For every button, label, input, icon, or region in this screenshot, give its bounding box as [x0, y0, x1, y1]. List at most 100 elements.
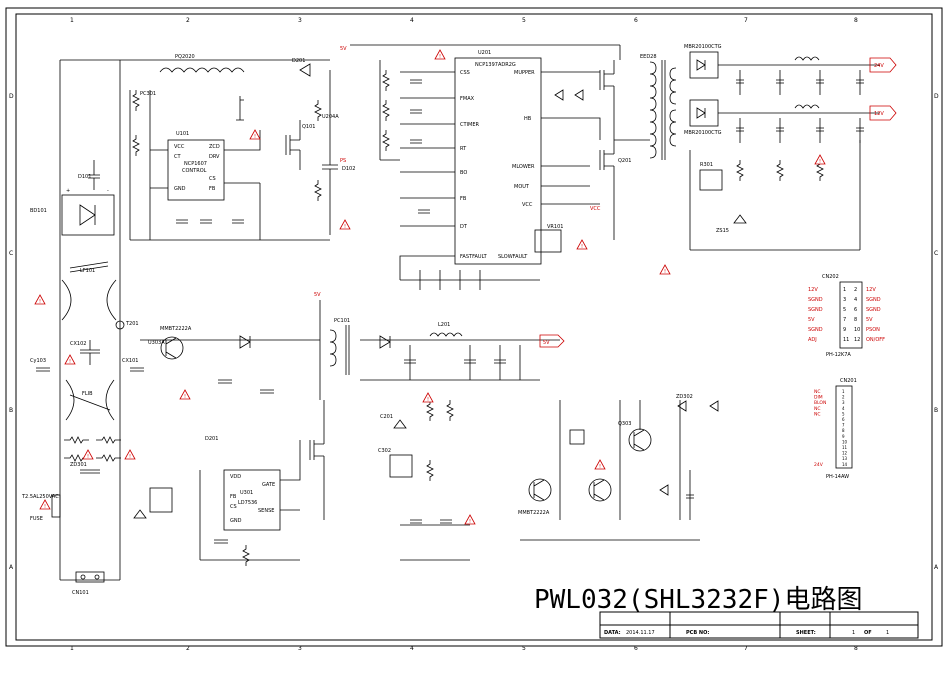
ic-pin: SLOWFAULT — [498, 254, 528, 260]
opto-ref: VR101 — [547, 224, 563, 230]
connector-pin: 7 — [842, 423, 845, 428]
connector-ref: CN202 — [822, 274, 839, 280]
varistor-ref: T201 — [125, 321, 139, 327]
warning-mark: ! — [819, 159, 821, 165]
ic-pin: CSS — [460, 70, 470, 76]
ic-pin: VCC — [174, 144, 185, 150]
warning-icon — [659, 264, 671, 275]
warning-icon — [814, 154, 826, 165]
connector-pin: 5 — [843, 307, 846, 313]
diagram-title: PWL032(SHL3232F)电路图 — [534, 585, 862, 615]
connector-pin: 4 — [854, 297, 857, 303]
connector-cn201: CN201 1NC2DIM3BLON4NC5NC6789101112131424… — [814, 378, 857, 480]
connector-part: PH-14AW — [826, 474, 849, 480]
warning-mark: ! — [427, 397, 429, 403]
ic-ref: U201 — [478, 50, 491, 56]
grid-col-label: 8 — [854, 645, 858, 652]
connector-pin: 6 — [842, 417, 845, 422]
warning-mark: ! — [184, 394, 186, 400]
zener-ref: ZD302 — [676, 394, 693, 400]
ic-pin: FASTFAULT — [460, 254, 488, 260]
connector-pin: 8 — [842, 428, 845, 433]
pcb-label: PCB NO: — [686, 630, 709, 636]
opto-ref: R301 — [700, 162, 713, 168]
connector-pin: 14 — [842, 462, 848, 467]
date-label: DATA: — [604, 630, 621, 636]
connector-net-right: 5V — [866, 317, 873, 323]
reg-ref: ZS15 — [716, 228, 729, 234]
ic-pin: CS — [209, 176, 216, 182]
transformer-ref: PC101 — [334, 318, 350, 324]
ps-net-label: PS — [340, 158, 346, 164]
warning-icon — [34, 294, 46, 305]
connector-pin: 12 — [842, 451, 848, 456]
warning-icon — [422, 392, 434, 403]
connector-pin: 1 — [842, 389, 845, 394]
connector-pin: 3 — [842, 400, 845, 405]
xcap-ref: ZD301 — [70, 462, 87, 468]
transistor-part: MMBT2222A — [160, 326, 192, 332]
5v-output-section: L201 5V C201 C302 — [360, 322, 565, 561]
rail-24v-label: 24V — [874, 63, 884, 69]
connector-pin: 12 — [854, 337, 860, 343]
warning-icon — [124, 449, 136, 460]
sheet-number: 1 — [852, 630, 855, 636]
date-value: 2014.11.17 — [626, 630, 655, 636]
ac-connector-ref: CN101 — [72, 590, 89, 596]
connector-net-left: 12V — [808, 287, 818, 293]
xcap-ref: CX102 — [70, 341, 86, 347]
warning-mark: ! — [344, 224, 346, 230]
grid-row-label: D — [9, 93, 14, 100]
ic-pin: RT — [460, 146, 467, 152]
warning-icon — [179, 389, 191, 400]
grid-row-label: C — [9, 250, 13, 257]
ic-part: NCP1397ADR2G — [475, 62, 516, 68]
rail-net-label: 5V — [340, 46, 347, 52]
connector-ref: CN201 — [840, 378, 857, 384]
ic-pin: FB — [209, 186, 216, 192]
ac-input-section: +- BD101 D101 LF101 FLIB CX102 ZD301 Cy1… — [21, 59, 330, 596]
warning-icon — [39, 499, 51, 510]
diode-part: MBR20100CTG — [684, 44, 722, 50]
inductor-ref: L201 — [438, 322, 450, 328]
warning-mark: ! — [581, 244, 583, 250]
grid-col-label: 2 — [186, 645, 190, 652]
warning-icon — [594, 459, 606, 470]
border-frame — [5, 7, 943, 647]
ic-pin: VCC — [522, 202, 533, 208]
connector-net: BLON — [814, 400, 826, 406]
ic-pin: HB — [524, 116, 532, 122]
ic-pin: CS — [230, 504, 237, 510]
diode-part: MBR20100CTG — [684, 130, 722, 136]
warning-icon — [464, 514, 476, 525]
svg-text:+: + — [66, 188, 70, 194]
warning-symbols: !!!!!!!!!!!!!!! — [34, 49, 826, 525]
warning-icon — [576, 239, 588, 250]
grid-col-label: 6 — [634, 17, 638, 24]
secondary-section: EED28 MBR20100CTG MBR20100CTG 24V 12V R3… — [640, 44, 897, 251]
opto-ref: C302 — [378, 448, 391, 454]
grid-row-label: D — [934, 93, 939, 100]
connector-part: PH-12K7A — [826, 352, 851, 358]
grid-col-label: 8 — [854, 17, 858, 24]
inner-frame — [15, 13, 933, 641]
ic-pin: FMAX — [460, 96, 475, 102]
connector-net: 24V — [814, 462, 824, 468]
grid-col-label: 3 — [298, 645, 302, 652]
ic-pin: DRV — [209, 154, 220, 160]
warning-icon — [82, 449, 94, 460]
ic-pin: MUPPER — [514, 70, 535, 76]
ic-sub: CONTROL — [182, 168, 207, 174]
connector-pin: 5 — [842, 411, 845, 416]
connector-net-right: SGND — [866, 307, 881, 313]
ic-pin: FB — [460, 196, 467, 202]
warning-mark: ! — [254, 134, 256, 140]
grid-col-label: 1 — [70, 645, 74, 652]
connector-pin: 8 — [854, 317, 857, 323]
ic-pin: GND — [174, 186, 186, 192]
grid-col-label: 7 — [744, 645, 748, 652]
warning-icon — [434, 49, 446, 60]
grid-row-label: B — [9, 407, 13, 414]
choke-ref: LF101 — [80, 268, 95, 274]
